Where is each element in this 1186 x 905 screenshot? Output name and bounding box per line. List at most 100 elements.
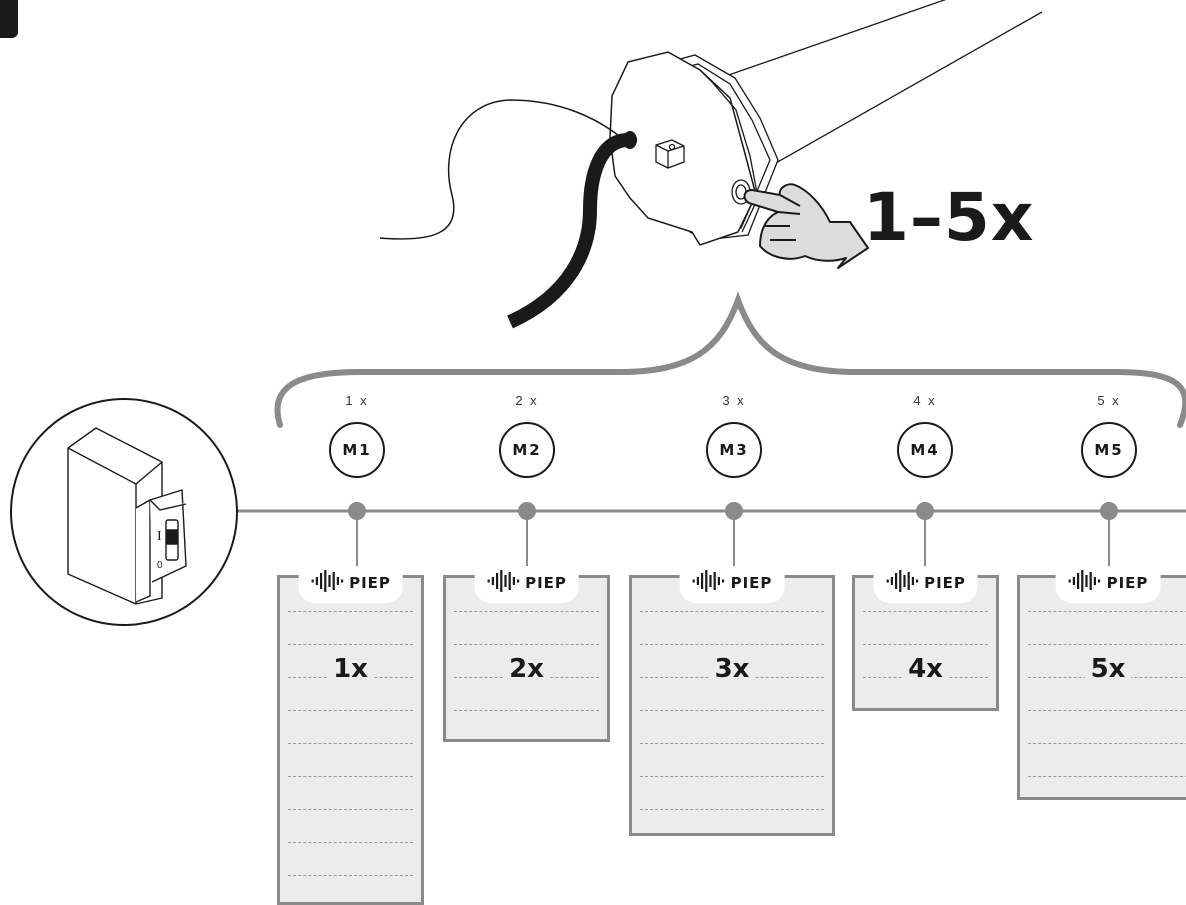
sound-wave-glyph — [487, 570, 519, 592]
mode-press-count: 5 x — [1097, 393, 1121, 408]
sound-wave-bar — [323, 570, 326, 592]
sound-wave-glyph — [1068, 570, 1101, 592]
dashed-line — [454, 644, 599, 645]
sound-wave-bar — [491, 577, 494, 585]
beep-box-m1: PIEP 1x — [277, 566, 424, 905]
beep-tag: PIEP — [873, 566, 978, 603]
sound-wave-bar — [709, 575, 712, 587]
beep-label: PIEP — [525, 574, 567, 592]
sound-wave-bar — [886, 579, 889, 583]
sound-wave-bar — [1081, 570, 1084, 592]
mode-m3: 3 x M3 — [694, 392, 774, 478]
sound-wave-glyph — [886, 570, 918, 592]
sound-wave-bar — [516, 579, 519, 583]
dashed-line — [1028, 644, 1186, 645]
beep-box-m5: PIEP 5x — [1017, 566, 1186, 800]
dashed-line — [288, 743, 413, 744]
dashed-line — [454, 710, 599, 711]
dashed-line — [1028, 611, 1186, 612]
sound-wave-icon — [486, 569, 520, 597]
sound-wave-bar — [1085, 575, 1088, 587]
dashed-line — [640, 710, 824, 711]
beep-label: PIEP — [1106, 574, 1149, 592]
power-cable — [507, 133, 629, 329]
dashed-line — [640, 743, 824, 744]
beep-count: 5x — [1020, 654, 1186, 684]
press-count-label: 1–5x — [863, 179, 1035, 256]
sound-wave-bar — [890, 577, 893, 585]
dashed-line — [640, 776, 824, 777]
sound-wave-bar — [1093, 577, 1096, 585]
sound-wave-bar — [907, 572, 910, 590]
mode-m5: 5 x M5 — [1069, 392, 1149, 478]
sound-wave-bar — [499, 570, 502, 592]
sound-wave-icon — [885, 569, 919, 597]
dashed-line — [640, 644, 824, 645]
sound-wave-bar — [692, 579, 695, 583]
sound-wave-bar — [319, 573, 322, 589]
sound-wave-bar — [327, 575, 331, 587]
mode-press-count: 4 x — [913, 393, 937, 408]
mode-m4: 4 x M4 — [885, 392, 965, 478]
mode-badge: M4 — [897, 422, 953, 478]
beep-tag: PIEP — [474, 566, 579, 603]
sound-wave-bar — [495, 573, 498, 589]
beep-count: 4x — [855, 654, 996, 684]
dashed-line — [288, 776, 413, 777]
mode-range-brace — [274, 291, 1186, 428]
antenna-wire — [379, 99, 631, 240]
sound-wave-bar — [503, 575, 507, 587]
svg-text:0: 0 — [157, 560, 163, 571]
sound-wave-bar — [894, 573, 897, 589]
dashed-line — [640, 809, 824, 810]
sound-wave-bar — [700, 573, 704, 589]
dashed-lines — [640, 578, 824, 833]
mode-badge: M2 — [499, 422, 555, 478]
page-corner-tab — [0, 0, 18, 38]
beep-label: PIEP — [924, 574, 966, 592]
sound-wave-bar — [1072, 577, 1075, 585]
sound-wave-bar — [696, 577, 699, 585]
sound-wave-glyph — [692, 570, 725, 592]
sound-wave-bar — [1089, 572, 1092, 590]
sound-wave-bar — [1076, 573, 1080, 589]
dashed-line — [454, 611, 599, 612]
sound-wave-bar — [713, 572, 716, 590]
dashed-line — [288, 842, 413, 843]
circuit-breaker: I 0 — [10, 398, 238, 626]
dashed-line — [1028, 710, 1186, 711]
sound-wave-icon — [1068, 569, 1102, 597]
beep-count-text: 1x — [327, 654, 374, 684]
sound-wave-bar — [340, 579, 343, 583]
sound-wave-bar — [512, 577, 515, 585]
beep-count-text: 3x — [708, 654, 756, 684]
beep-count-text: 4x — [902, 654, 949, 684]
sound-wave-icon — [310, 569, 344, 597]
sound-wave-bar — [311, 579, 314, 583]
dashed-line — [288, 875, 413, 876]
mode-m2: 2 x M2 — [487, 392, 567, 478]
sound-wave-bar — [332, 572, 335, 590]
dashed-line — [1028, 743, 1186, 744]
dashed-line — [288, 809, 413, 810]
sound-wave-bar — [705, 570, 708, 592]
svg-text:I: I — [157, 529, 162, 544]
beep-box-m2: PIEP 2x — [443, 566, 610, 742]
dashed-line — [863, 611, 988, 612]
sound-wave-bar — [721, 579, 725, 583]
sound-wave-bar — [315, 577, 318, 585]
sound-wave-bar — [1097, 579, 1101, 583]
beep-tag: PIEP — [679, 566, 785, 603]
dashed-line — [288, 710, 413, 711]
beep-count: 2x — [446, 654, 607, 684]
sound-wave-icon — [692, 569, 726, 597]
beep-count-text: 2x — [503, 654, 550, 684]
tubular-motor — [609, 0, 1043, 246]
mode-press-count: 2 x — [515, 393, 539, 408]
beep-count-text: 5x — [1084, 654, 1132, 684]
sound-wave-bar — [336, 577, 339, 585]
mode-m1: 1 x M1 — [317, 392, 397, 478]
dashed-line — [1028, 776, 1186, 777]
